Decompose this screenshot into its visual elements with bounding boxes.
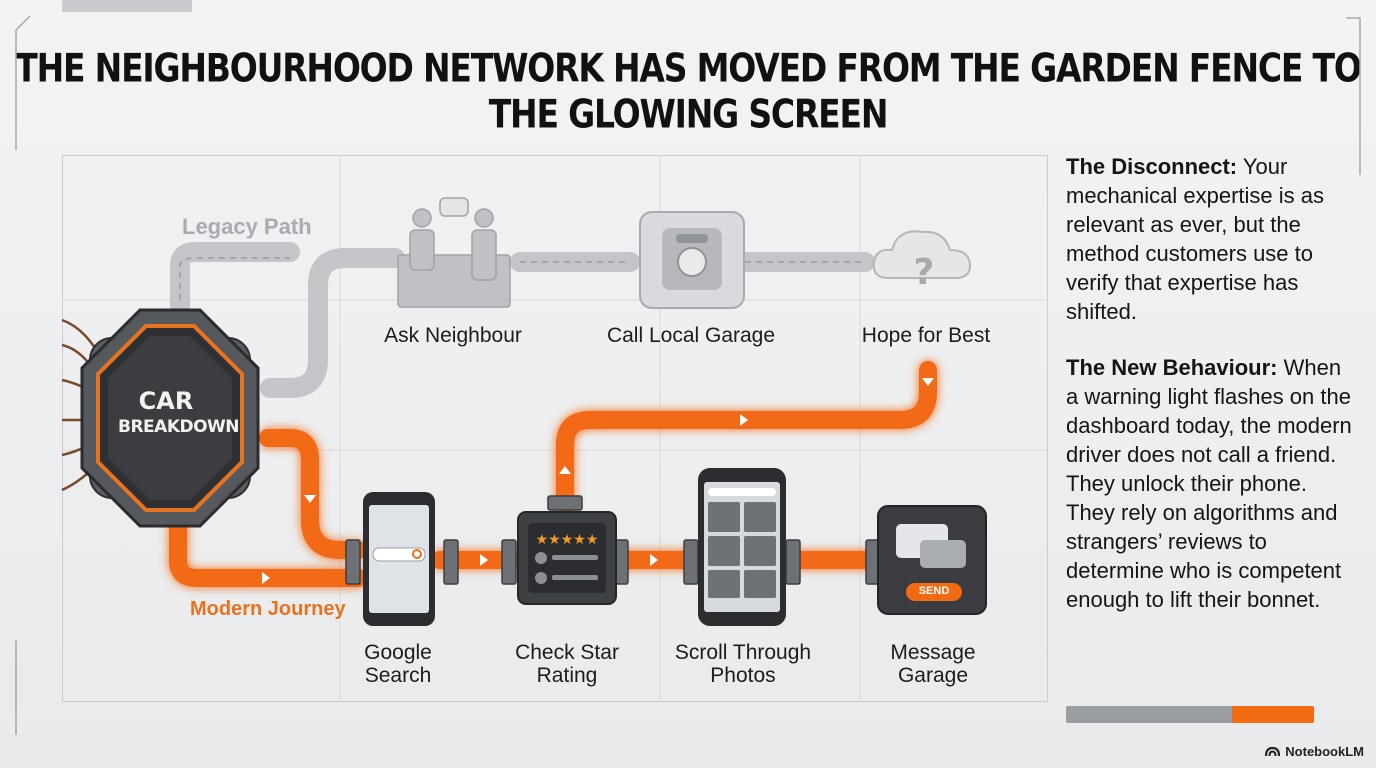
step-ask-neighbour: Ask Neighbour: [384, 324, 522, 347]
star-rating-icon: ★★★★★: [517, 511, 617, 605]
new-behaviour-paragraph: The New Behaviour: When a warning light …: [1066, 353, 1356, 614]
progress-bar-fill: [1232, 706, 1314, 723]
disconnect-heading: The Disconnect:: [1066, 154, 1238, 179]
step-google-search: Google Search: [364, 641, 432, 687]
telephone-icon: [639, 211, 745, 309]
legacy-pipe-dashes: [179, 257, 865, 300]
car-breakdown-hub: [80, 308, 260, 528]
modern-journey-label: Modern Journey: [190, 598, 346, 620]
disconnect-paragraph: The Disconnect: Your mechanical expertis…: [1066, 152, 1356, 326]
notebooklm-icon: [1265, 746, 1281, 757]
legacy-path-label: Legacy Path: [182, 214, 312, 239]
hub-label-line2: BREAKDOWN: [118, 417, 240, 437]
progress-bar: [1066, 706, 1314, 723]
phone-photos-icon: [698, 468, 786, 626]
question-cloud-icon: ?: [872, 230, 972, 293]
new-behaviour-heading: The New Behaviour:: [1066, 355, 1278, 380]
disconnect-text: Your mechanical expertise is as relevant…: [1066, 154, 1325, 324]
hatch-strip: [62, 0, 192, 12]
page-title: THE NEIGHBOURHOOD NETWORK HAS MOVED FROM…: [15, 44, 1362, 138]
svg-text:?: ?: [914, 252, 935, 293]
modern-pipe-arrows: [262, 378, 934, 584]
step-hope-for-best: Hope for Best: [861, 324, 991, 347]
pipe-connectors: [345, 495, 881, 585]
message-garage-icon: [877, 505, 987, 615]
new-behaviour-text: When a warning light flashes on the dash…: [1066, 355, 1352, 612]
step-call-local-garage: Call Local Garage: [606, 324, 776, 347]
step-scroll-through-photos: Scroll Through Photos: [674, 641, 812, 687]
neighbours-fence-icon: [397, 197, 511, 308]
phone-search-icon: [363, 492, 435, 626]
brand-logo: NotebookLM: [1265, 744, 1364, 759]
hub-label: CAR BREAKDOWN: [118, 387, 240, 440]
brand-name: NotebookLM: [1285, 744, 1364, 759]
send-button: SEND: [918, 585, 950, 597]
svg-text:★★★★★: ★★★★★: [536, 532, 599, 548]
step-message-garage: Message Garage: [890, 641, 976, 687]
diagram-frame: [62, 155, 1048, 702]
step-check-star-rating: Check Star Rating: [515, 641, 619, 687]
legacy-pipe: [170, 242, 875, 398]
frame-decoration: [15, 15, 1361, 735]
hub-label-line1: CAR: [138, 387, 194, 415]
